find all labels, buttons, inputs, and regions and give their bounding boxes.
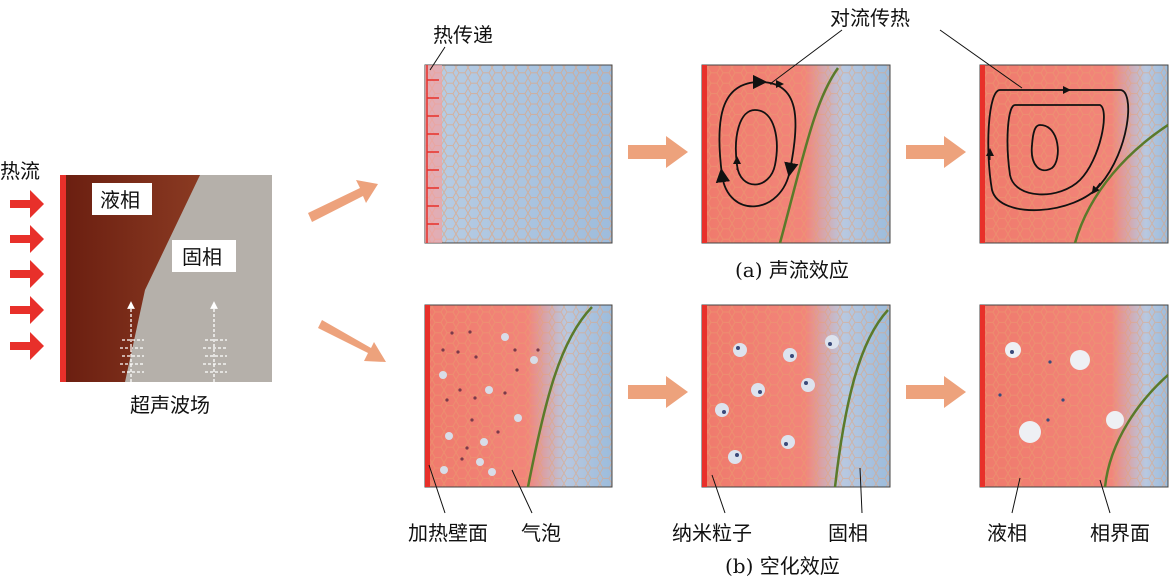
bubbles (439, 333, 538, 476)
heated-wall (60, 175, 66, 382)
heat-transfer-label: 热传递 (433, 23, 493, 47)
solid-phase-label: 固相 (828, 521, 868, 545)
caption-a: (a) 声流效应 (735, 258, 849, 282)
caption-b: (b) 空化效应 (725, 554, 840, 578)
solid-label: 固相 (182, 245, 222, 269)
convection-label: 对流传热 (830, 6, 910, 30)
panel-b3 (979, 304, 1169, 488)
panel-b2 (701, 304, 891, 488)
heat-flow-arrows (10, 190, 44, 360)
liquid-label: 液相 (100, 188, 140, 212)
panel-b1 (424, 304, 613, 488)
heated-wall-label: 加热壁面 (408, 521, 488, 545)
process-arrows (308, 136, 966, 408)
interface-label: 相界面 (1090, 521, 1150, 545)
panel-a1 (424, 64, 613, 244)
ultrasound-wave-icon (120, 301, 227, 382)
liquid-phase-label: 液相 (987, 521, 1027, 545)
ultrasound-label: 超声波场 (130, 393, 210, 417)
left-experiment-image: 液相 固相 (60, 175, 272, 382)
bubble-label: 气泡 (521, 521, 561, 545)
nanoparticles (441, 330, 540, 461)
panel-a2 (701, 64, 891, 244)
nanoparticle-label: 纳米粒子 (672, 521, 752, 545)
heat-flow-label: 热流 (0, 159, 40, 183)
panel-a3 (979, 64, 1169, 244)
